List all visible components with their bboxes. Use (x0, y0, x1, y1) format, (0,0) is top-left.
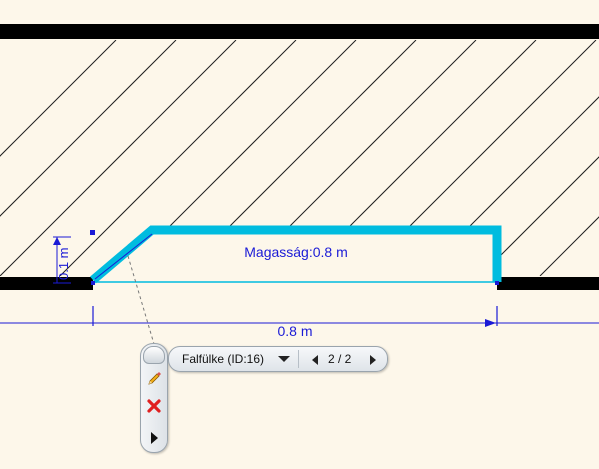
delete-icon[interactable] (145, 397, 163, 415)
niche-inner-edge (94, 233, 153, 280)
tool-palette-vertical[interactable] (140, 343, 168, 453)
element-info-palette: Falfülke (ID:16) 2 / 2 (168, 346, 388, 372)
chevron-down-icon[interactable] (277, 353, 291, 365)
handle-bottom-left[interactable] (91, 281, 95, 285)
wall-bottom-edge-right (497, 277, 599, 290)
width-dimension-text: 0.8 m (277, 323, 312, 339)
depth-dimension: 0.1 m (53, 236, 71, 284)
element-label: Falfülke (ID:16) (182, 352, 265, 366)
height-label: Magasság:0.8 m (244, 244, 348, 260)
expand-arrow-icon[interactable] (145, 429, 163, 447)
width-dimension: 0.8 m (0, 306, 599, 339)
depth-dimension-text: 0.1 m (56, 247, 71, 280)
palette-grip[interactable] (143, 346, 165, 364)
niche-highlight-outline[interactable] (90, 225, 502, 284)
previous-element-icon[interactable] (310, 353, 320, 365)
niche-opening (93, 230, 497, 282)
wall-hatching (0, 40, 599, 276)
page-indicator: 2 / 2 (328, 352, 352, 366)
pencil-icon[interactable] (145, 370, 163, 388)
wall-top-edge (0, 24, 599, 39)
palette-divider (298, 350, 299, 368)
next-element-icon[interactable] (368, 353, 378, 365)
handle-bottom-right[interactable] (495, 281, 499, 285)
wall-bottom-edge-left (0, 277, 93, 290)
handle-top-left[interactable] (90, 230, 95, 235)
